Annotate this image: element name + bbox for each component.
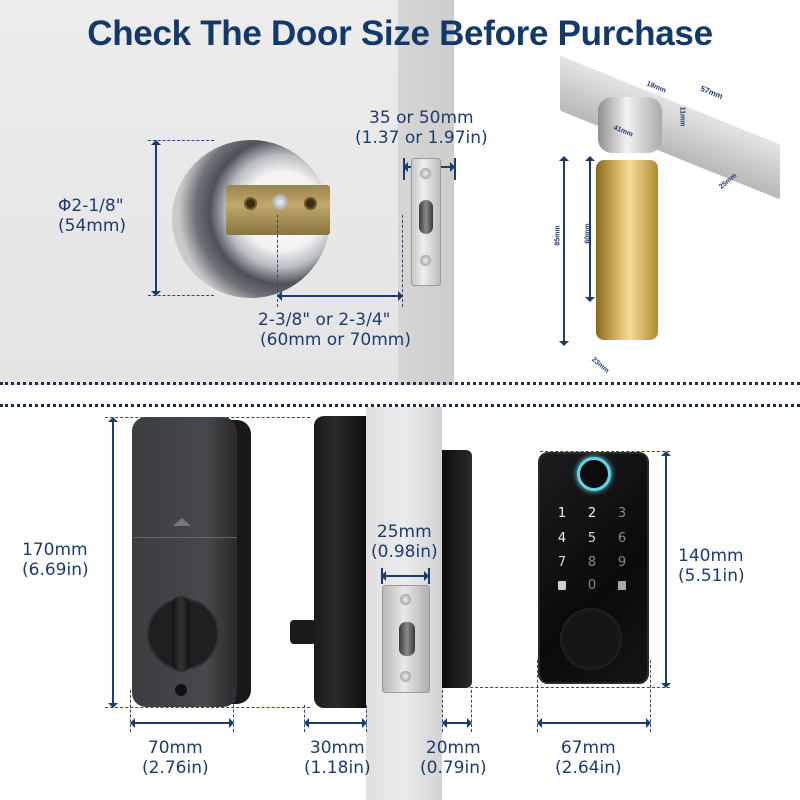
latch-body-image <box>596 160 658 340</box>
back-panel-side-view <box>314 416 366 708</box>
dimension-guide <box>470 687 670 688</box>
dimension-tick <box>454 158 456 180</box>
dimension-guide <box>471 690 472 732</box>
dimension-guide <box>277 215 278 307</box>
front-width-label: 67mm (2.64in) <box>555 738 622 778</box>
back-width-label: 70mm (2.76in) <box>142 738 209 778</box>
keypad-key[interactable]: 7 <box>557 555 567 570</box>
front-width-arrow <box>537 718 651 728</box>
keypad-key[interactable]: 4 <box>557 531 567 546</box>
back-depth-label: 30mm (1.18in) <box>304 738 371 778</box>
front-height-arrow <box>661 451 671 688</box>
fingerprint-sensor-icon <box>577 457 611 491</box>
keypad-key[interactable]: 2 <box>587 506 597 521</box>
section-divider <box>0 382 800 385</box>
battery-cover-seam <box>133 537 237 538</box>
section-divider <box>0 404 800 407</box>
thumb-turn-side <box>290 620 316 644</box>
front-depth-arrow <box>442 718 472 728</box>
dimension-tick <box>428 568 430 584</box>
bore-diameter-label: Φ2-1/8" (54mm) <box>58 196 127 236</box>
keypad-key[interactable]: 3 <box>617 506 627 521</box>
front-depth-label: 20mm (0.79in) <box>420 738 487 778</box>
screw-icon <box>400 671 411 682</box>
latch-hole-icon <box>304 197 317 210</box>
bolt-slot <box>399 622 415 656</box>
bolt-slot <box>419 200 433 234</box>
backset-length-arrow <box>585 156 595 302</box>
backset-arrow <box>277 291 403 301</box>
eject-icon <box>173 518 191 526</box>
keypad-key[interactable]: 5 <box>587 531 597 546</box>
backset-label: 2-3/8" or 2-3/4" (60mm or 70mm) <box>258 310 411 350</box>
screw-icon <box>420 168 431 179</box>
front-height-label: 140mm (5.51in) <box>678 546 745 586</box>
bore-diameter-arrow <box>151 140 161 296</box>
strike-width-arrow <box>381 571 429 581</box>
lock-icon[interactable] <box>558 581 566 590</box>
strike-width-label: 25mm (0.98in) <box>371 522 438 562</box>
latch-bolt-image <box>598 97 662 153</box>
dimension-guide <box>650 660 651 732</box>
dimension-guide <box>148 295 214 296</box>
page-title: Check The Door Size Before Purchase <box>87 14 713 53</box>
dimension-guide <box>402 215 403 307</box>
dimension-guide <box>233 690 234 732</box>
unlock-icon[interactable] <box>618 581 626 590</box>
bolt-height-label: 11mm <box>678 106 686 127</box>
keypad-key[interactable]: 1 <box>557 506 567 521</box>
dimension-guide <box>105 707 310 708</box>
back-depth-arrow <box>304 718 367 728</box>
latch-hole-icon <box>244 197 257 210</box>
screw-icon <box>400 594 411 605</box>
total-length-label: 85mm <box>554 225 562 246</box>
keypad-key[interactable]: 8 <box>587 555 597 570</box>
keypad-key[interactable]: 9 <box>617 555 627 570</box>
screw-icon <box>272 194 288 210</box>
latch-in-bore <box>226 185 330 235</box>
dimension-guide <box>148 140 214 141</box>
thumb-turn-handle[interactable] <box>172 596 190 672</box>
total-length-arrow <box>559 156 569 346</box>
door-thickness-label: 35 or 50mm (1.37 or 1.97in) <box>355 108 488 148</box>
screw-icon <box>420 255 431 266</box>
dimension-guide <box>540 451 670 452</box>
dimension-guide <box>130 690 131 732</box>
dimension-guide <box>105 417 310 418</box>
handle-knob[interactable] <box>560 608 622 670</box>
back-height-arrow <box>108 417 118 708</box>
keypad-key[interactable]: 6 <box>617 531 627 546</box>
back-height-label: 170mm (6.69in) <box>22 540 89 580</box>
keyhole-icon <box>175 684 187 696</box>
dimension-guide <box>442 690 443 732</box>
dimension-guide <box>537 660 538 732</box>
front-panel-side-view <box>442 450 472 688</box>
keypad-key[interactable]: 0 <box>587 578 597 593</box>
back-width-arrow <box>130 718 234 728</box>
